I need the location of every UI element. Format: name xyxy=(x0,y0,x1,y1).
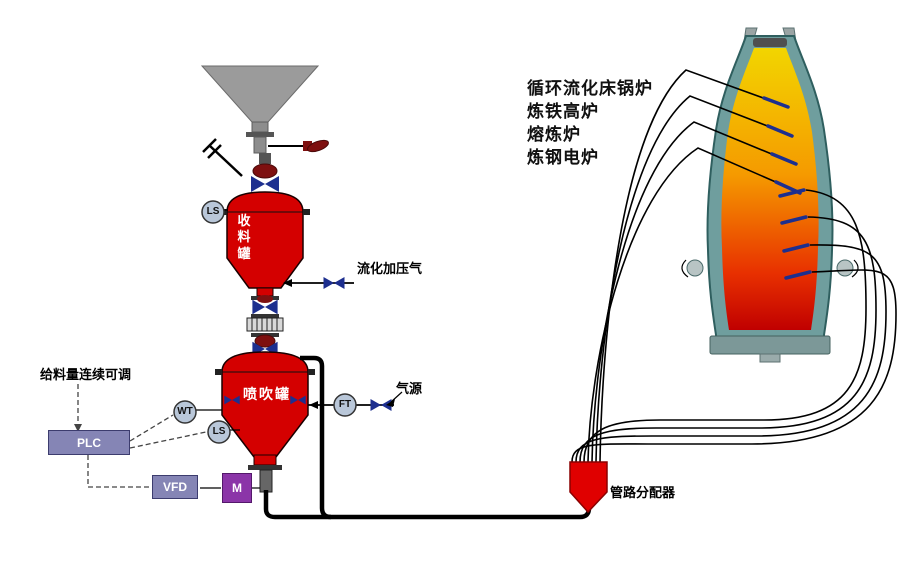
receiving-tank-label: 收料罐 xyxy=(237,213,251,261)
stub-pipe xyxy=(259,153,271,164)
weight-transmitter-bubble xyxy=(173,400,197,424)
level-switch-upper-tag: LS xyxy=(206,206,220,217)
valve-icon xyxy=(323,277,345,289)
plc-label: PLC xyxy=(77,435,101,450)
instrument-stubs xyxy=(196,209,260,489)
feed-hopper xyxy=(200,65,320,154)
flow-transmitter-tag: FT xyxy=(338,399,352,410)
application-item: 炼钢电炉 xyxy=(527,148,599,167)
trunnion-icon xyxy=(836,259,854,277)
vfd-box: VFD xyxy=(152,475,198,499)
level-switch-upper-bubble xyxy=(201,200,225,224)
application-item: 循环流化床锅炉 xyxy=(527,79,653,98)
receiving-tank-assembly xyxy=(220,153,310,357)
flow-transmitter-bubble xyxy=(333,393,357,417)
vfd-label: VFD xyxy=(163,480,187,494)
pipe-distributor xyxy=(569,461,608,514)
expansion-joint xyxy=(246,317,284,332)
inlet-nozzle xyxy=(202,138,243,177)
motor-box: M xyxy=(222,473,252,503)
level-switch-lower-bubble xyxy=(207,420,231,444)
arrow-left-icon xyxy=(283,279,292,287)
injection-tank xyxy=(221,351,309,458)
fluidization-gas-line xyxy=(283,277,354,289)
trunnion-icon xyxy=(686,259,704,277)
valve-actuator-icon xyxy=(252,163,278,179)
arrow-icon xyxy=(386,399,395,407)
handwheel-valve-icon xyxy=(268,139,329,153)
arrow-down-icon xyxy=(74,424,82,432)
furnace-base xyxy=(709,335,831,355)
motor-label: M xyxy=(232,481,242,495)
receiving-tank xyxy=(226,191,304,289)
conveying-pipe xyxy=(263,355,592,520)
hopper-funnel xyxy=(200,65,320,123)
furnace-throat xyxy=(753,38,787,47)
hopper-neck xyxy=(251,121,269,133)
application-item: 炼铁高炉 xyxy=(527,102,599,121)
injection-lances xyxy=(762,96,812,280)
plc-box: PLC xyxy=(48,430,130,455)
furnace-interior xyxy=(721,48,819,330)
hopper-tube xyxy=(253,136,267,154)
injection-tank-assembly xyxy=(215,351,315,493)
gas-source-label: 气源 xyxy=(396,381,423,396)
control-signal-lines xyxy=(74,384,207,488)
handwheel-icon xyxy=(307,139,329,153)
instrument-bubbles xyxy=(173,200,357,444)
arrow-left-icon xyxy=(309,401,318,409)
application-item: 熔炼炉 xyxy=(527,125,581,144)
distribution-pipes xyxy=(571,69,897,463)
distributor-label: 管路分配器 xyxy=(610,485,676,500)
furnace-foot xyxy=(759,353,781,363)
weight-transmitter-tag: WT xyxy=(177,406,193,417)
injection-tank-label: 喷吹罐 xyxy=(243,386,291,402)
feed-rate-note: 给料量连续可调 xyxy=(40,367,132,382)
level-switch-lower-tag: LS xyxy=(212,426,226,437)
rotary-feeder xyxy=(259,469,273,493)
fluidization-gas-label: 流化加压气 xyxy=(357,261,423,276)
hopper-flange xyxy=(246,132,274,137)
